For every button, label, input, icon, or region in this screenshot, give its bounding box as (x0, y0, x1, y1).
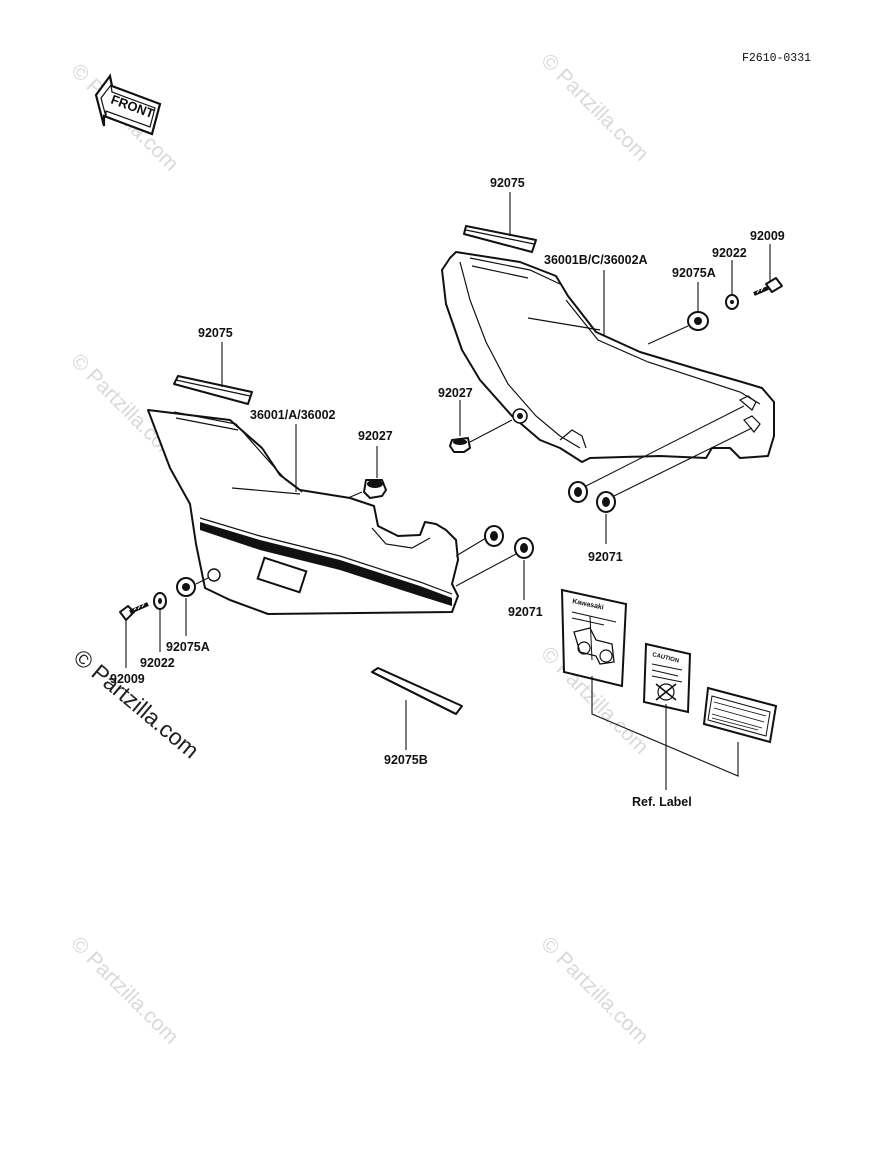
right-bolt[interactable] (753, 277, 783, 296)
bottom-strip[interactable] (371, 667, 463, 715)
callout-bottom-strip: 92075B (384, 753, 428, 767)
right-damper[interactable] (687, 311, 709, 331)
front-arrow-icon: FRONT (94, 73, 162, 136)
left-collar[interactable] (363, 479, 387, 499)
right-grommet[interactable] (596, 491, 616, 513)
callout-left-collar: 92027 (358, 429, 393, 443)
left-grommet[interactable] (514, 537, 534, 559)
callout-left-washer: 92022 (140, 656, 175, 670)
right-rubber-strip[interactable] (463, 225, 537, 253)
right-grommet[interactable] (568, 481, 588, 503)
left-cover-window (256, 556, 308, 594)
callout-left-bolt: 92009 (110, 672, 145, 686)
callout-right-rubber-strip: 92075 (490, 176, 525, 190)
left-bolt[interactable] (119, 602, 149, 621)
left-side-cover[interactable] (147, 409, 459, 615)
ref-labels-group: Kawasaki CAUTION Ref. Label (560, 588, 778, 809)
callout-left-rubber-strip: 92075 (198, 326, 233, 340)
callout-right-grommet: 92071 (588, 550, 623, 564)
right-washer[interactable] (725, 294, 739, 310)
callout-right-damper: 92075A (672, 266, 716, 280)
callout-left-grommet: 92071 (508, 605, 543, 619)
right-side-cover[interactable] (441, 251, 775, 463)
left-damper[interactable] (176, 577, 196, 597)
caution-label[interactable]: CAUTION (642, 642, 692, 714)
callout-left-damper: 92075A (166, 640, 210, 654)
right-side-cover-group: 92075 36001B/C/36002A 92075A (438, 176, 785, 564)
callout-ref-label: Ref. Label (632, 795, 692, 809)
left-grommet[interactable] (484, 525, 504, 547)
watermark: © Partzilla.com (66, 932, 182, 1048)
kawasaki-label[interactable]: Kawasaki (560, 588, 628, 688)
left-rubber-strip[interactable] (173, 375, 253, 405)
left-cover-hole (207, 568, 221, 582)
right-collar[interactable] (449, 437, 471, 453)
callout-right-collar: 92027 (438, 386, 473, 400)
left-washer[interactable] (153, 592, 167, 610)
figure-code: F2610-0331 (742, 52, 811, 65)
watermark: © Partzilla.com (536, 49, 652, 165)
callout-left-side-cover: 36001/A/36002 (250, 408, 336, 422)
watermark-dark: © Partzilla.com (69, 644, 204, 764)
callout-right-bolt: 92009 (750, 229, 785, 243)
left-side-cover-group: 92075 36001/A/36002 92027 (110, 326, 543, 767)
watermark: © Partzilla.com (536, 932, 652, 1048)
warning-label[interactable] (702, 686, 778, 744)
callout-right-washer: 92022 (712, 246, 747, 260)
callout-right-side-cover: 36001B/C/36002A (544, 253, 648, 267)
